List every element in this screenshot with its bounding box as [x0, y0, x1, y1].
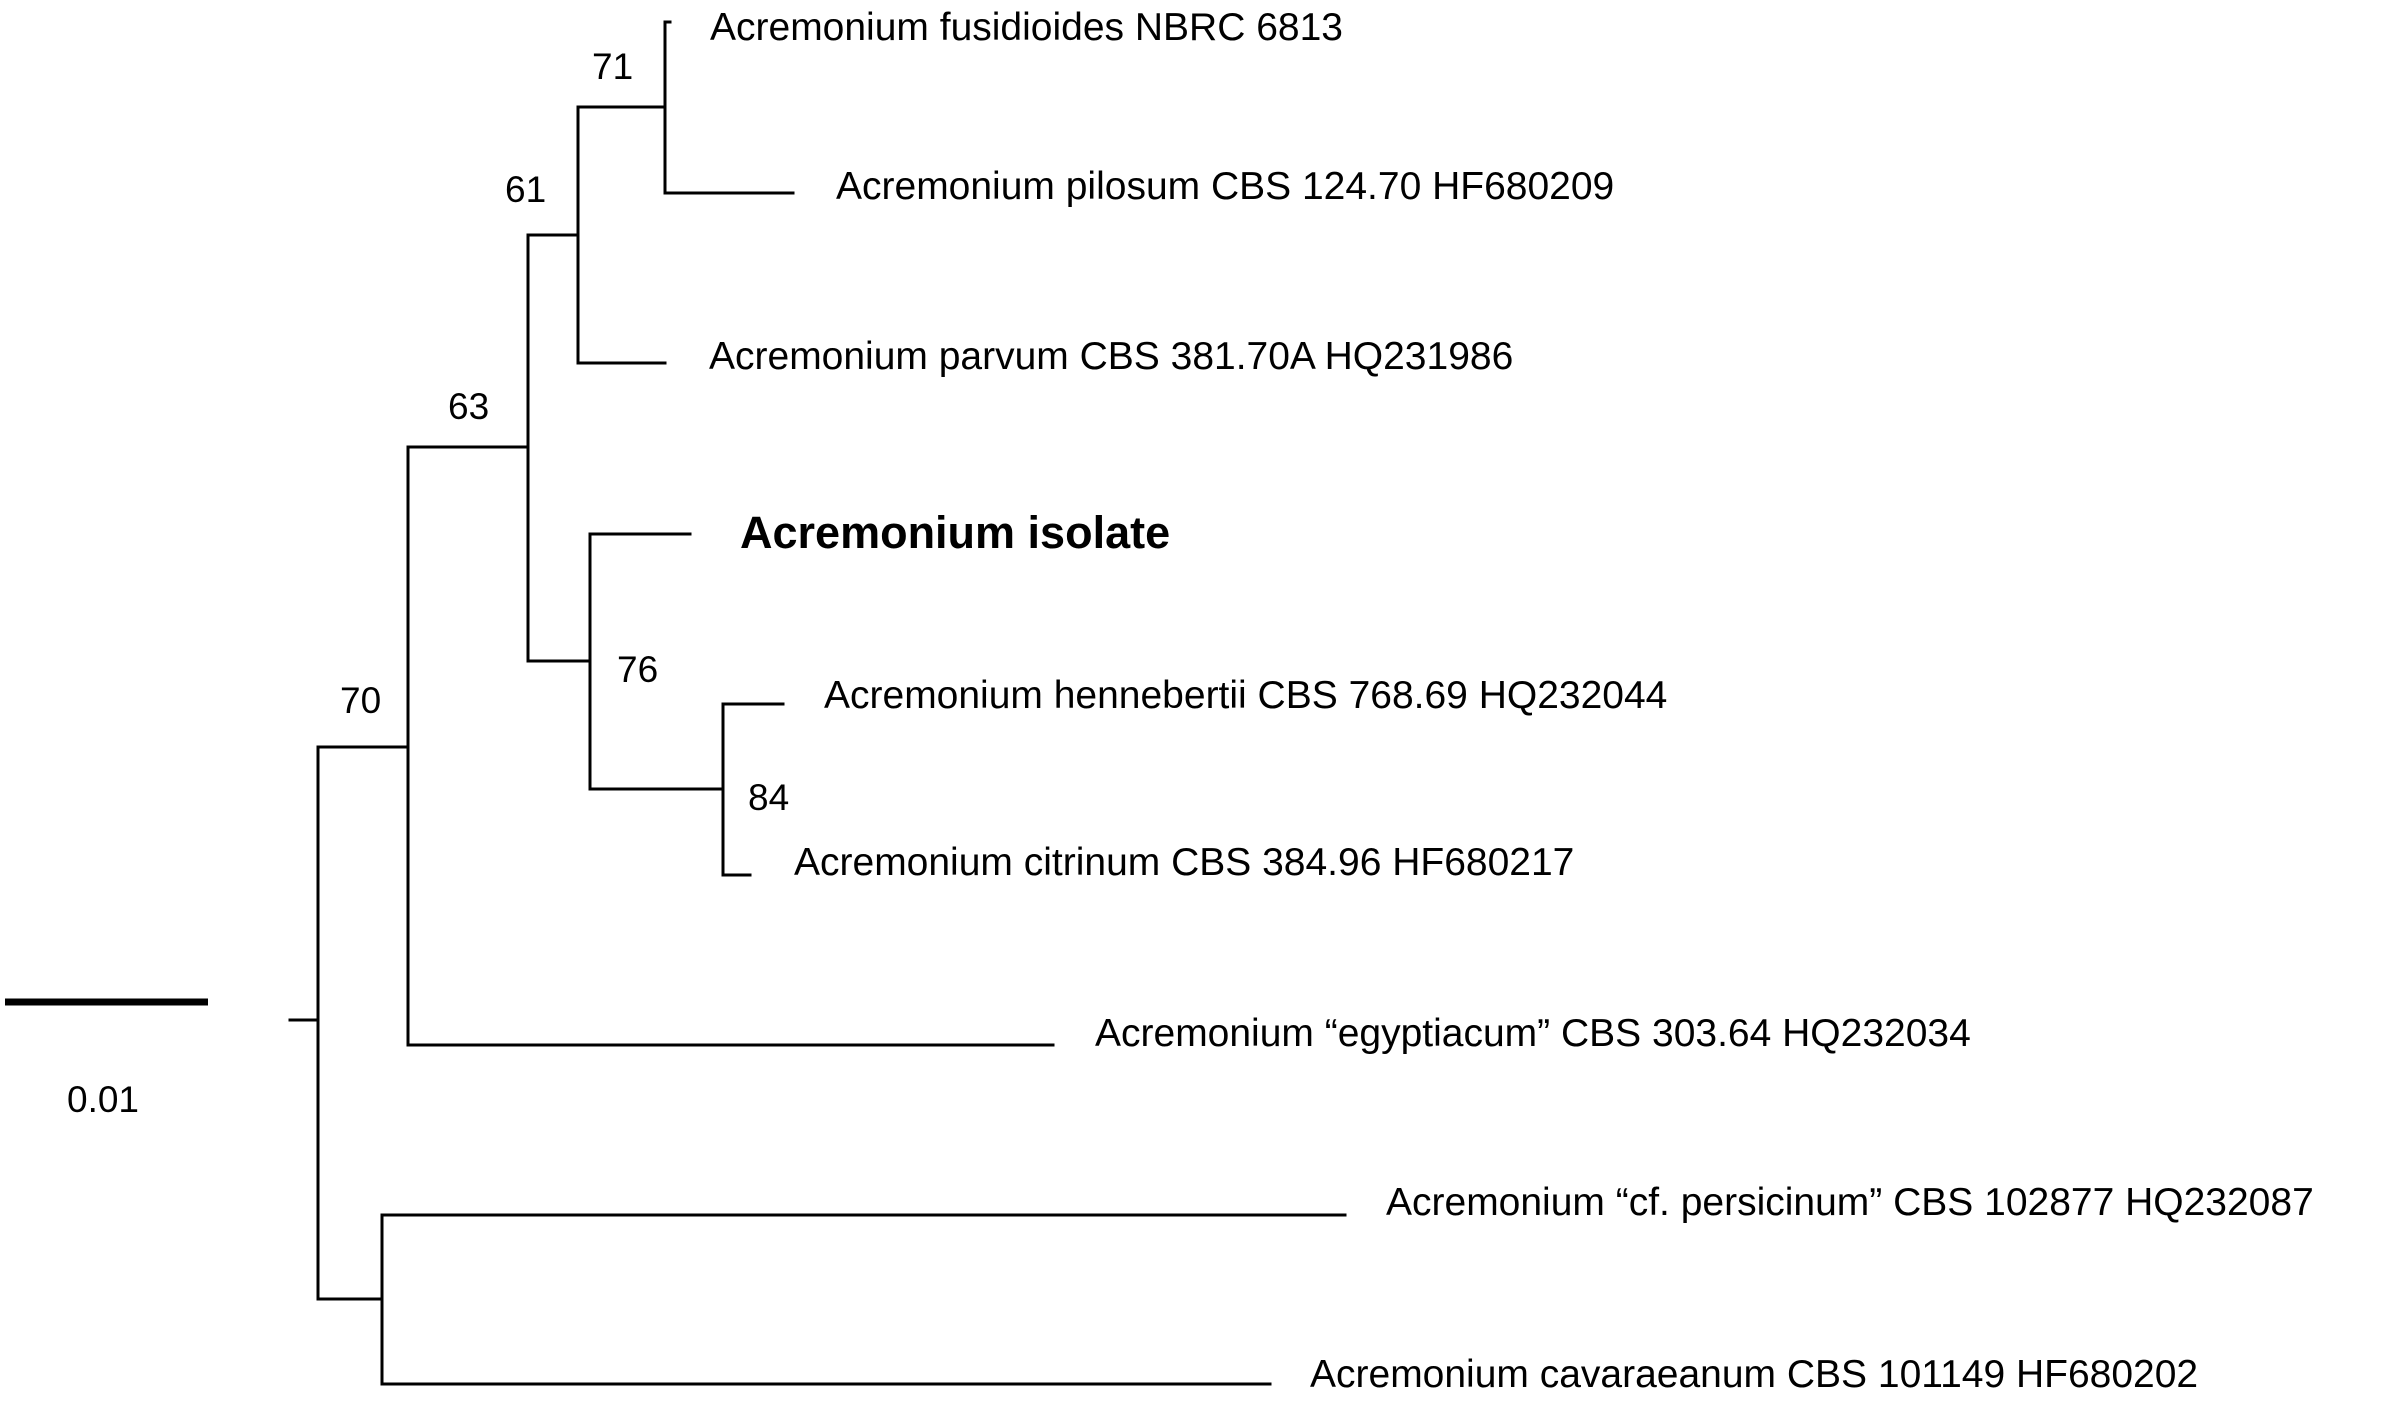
- support-value: 71: [592, 46, 633, 87]
- support-value: 63: [448, 386, 489, 427]
- taxon-label: Acremonium “cf. persicinum” CBS 102877 H…: [1386, 1181, 2314, 1224]
- support-value: 84: [748, 777, 789, 818]
- taxon-label: Acremonium pilosum CBS 124.70 HF680209: [836, 165, 1614, 208]
- scale-bar-label: 0.01: [67, 1079, 139, 1120]
- taxon-label: Acremonium “egyptiacum” CBS 303.64 HQ232…: [1095, 1012, 1971, 1055]
- taxon-label: Acremonium hennebertii CBS 768.69 HQ2320…: [824, 674, 1667, 717]
- taxon-label-highlighted: Acremonium isolate: [740, 507, 1170, 558]
- support-value: 76: [617, 649, 658, 690]
- taxon-label: Acremonium parvum CBS 381.70A HQ231986: [709, 335, 1513, 378]
- taxon-label: Acremonium citrinum CBS 384.96 HF680217: [794, 841, 1574, 884]
- support-value: 70: [340, 680, 381, 721]
- taxon-label: Acremonium fusidioides NBRC 6813: [710, 6, 1343, 49]
- support-value: 61: [505, 169, 546, 210]
- taxon-label: Acremonium cavaraeanum CBS 101149 HF6802…: [1310, 1353, 2198, 1396]
